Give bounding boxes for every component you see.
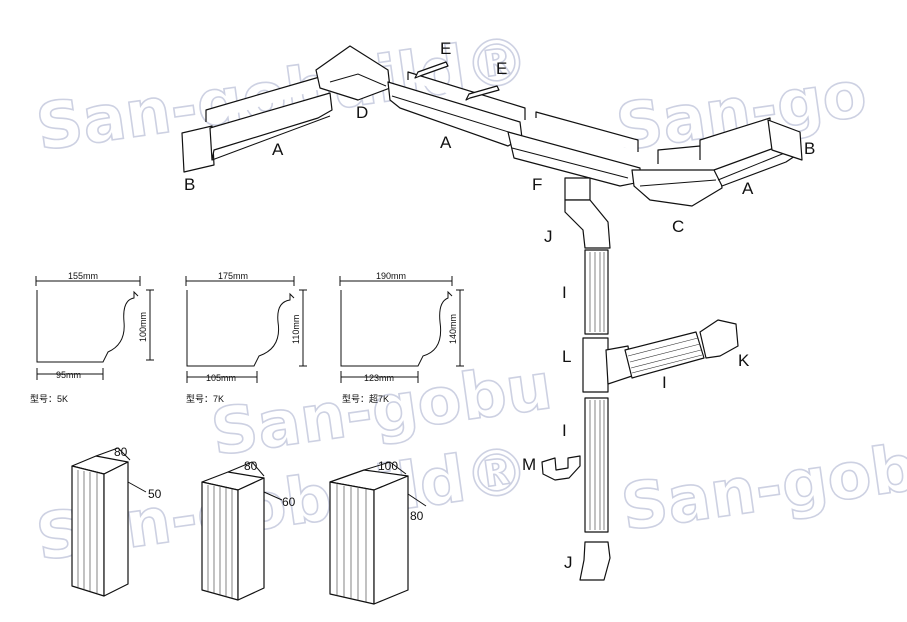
gutter-section-middle [387, 81, 523, 147]
gutter-back-outlet [535, 111, 639, 152]
end-cap-right [767, 119, 803, 161]
downpipe-i-lower [584, 397, 609, 533]
pipe-depth: 50 [148, 487, 162, 501]
downpipe-i-top [584, 249, 609, 335]
downpipe-assembly [541, 177, 739, 581]
gutter-back-middle [407, 71, 526, 120]
profile-outline [36, 290, 139, 363]
pipe-width: 80 [114, 445, 128, 459]
profile-height: 110mm [291, 315, 301, 344]
elbow-k [699, 319, 739, 359]
label-i: I [562, 421, 567, 440]
corner-piece-c [631, 169, 723, 207]
label-i: I [562, 283, 567, 302]
end-cap-left [181, 125, 215, 173]
profile-outline [186, 290, 295, 367]
pipe-width: 80 [244, 459, 258, 473]
downpipe-80x60: 80 60 [201, 459, 296, 601]
profile-top-width: 190mm [376, 271, 406, 281]
label-a: A [272, 140, 284, 159]
label-m: M [522, 455, 536, 474]
downpipe-i-diagonal [624, 331, 705, 379]
downpipe-80x50: 80 50 [71, 445, 162, 597]
profile-bottom-width: 123mm [364, 373, 394, 383]
gutter-profile-5k: 155mm 100mm 95mm 型号：5K [30, 271, 154, 404]
profile-height: 100mm [138, 312, 148, 342]
label-j: J [544, 227, 553, 246]
hanger-bracket-e1 [414, 61, 449, 79]
label-a: A [742, 179, 754, 198]
shoe-j-bottom [579, 541, 611, 581]
hanger-bracket-e2 [465, 85, 500, 101]
profile-top-width: 155mm [68, 271, 98, 281]
profile-height: 140mm [448, 314, 458, 344]
profile-outline [340, 290, 453, 367]
pipe-depth: 80 [410, 509, 424, 523]
label-b: B [184, 175, 195, 194]
gutter-profile-super7k: 190mm 140mm 123mm 型号：超7K [339, 271, 464, 404]
label-e: E [440, 39, 451, 58]
pipe-depth: 60 [282, 495, 296, 509]
part-labels: A A A B B C D E E F J I L I K I M J [184, 39, 815, 572]
label-k: K [738, 351, 750, 370]
label-d: D [356, 103, 368, 122]
watermark-text: San-gob [617, 431, 907, 546]
elbow-j-top [564, 199, 611, 249]
profile-model: 型号：5K [30, 394, 68, 404]
label-j: J [564, 553, 573, 572]
branch-l [582, 337, 609, 393]
profile-model: 型号：超7K [342, 393, 389, 404]
outlet-f [564, 177, 591, 201]
profile-top-width: 175mm [218, 271, 248, 281]
pipe-width: 100 [378, 459, 398, 473]
label-c: C [672, 217, 684, 236]
label-f: F [532, 175, 542, 194]
profile-bottom-width: 95mm [56, 370, 81, 380]
label-i: I [662, 373, 667, 392]
watermark-text: San-go [612, 58, 871, 166]
label-l: L [562, 347, 571, 366]
profile-model: 型号：7K [186, 394, 224, 404]
pipe-bracket-m [541, 455, 581, 481]
gutter-profile-7k: 175mm 110mm 105mm 型号：7K [185, 271, 307, 404]
gutter-assembly [181, 45, 803, 207]
downpipe-100x80: 100 80 [329, 459, 427, 605]
profile-bottom-width: 105mm [206, 373, 236, 383]
label-a: A [440, 133, 452, 152]
label-b: B [804, 139, 815, 158]
label-e: E [496, 59, 507, 78]
